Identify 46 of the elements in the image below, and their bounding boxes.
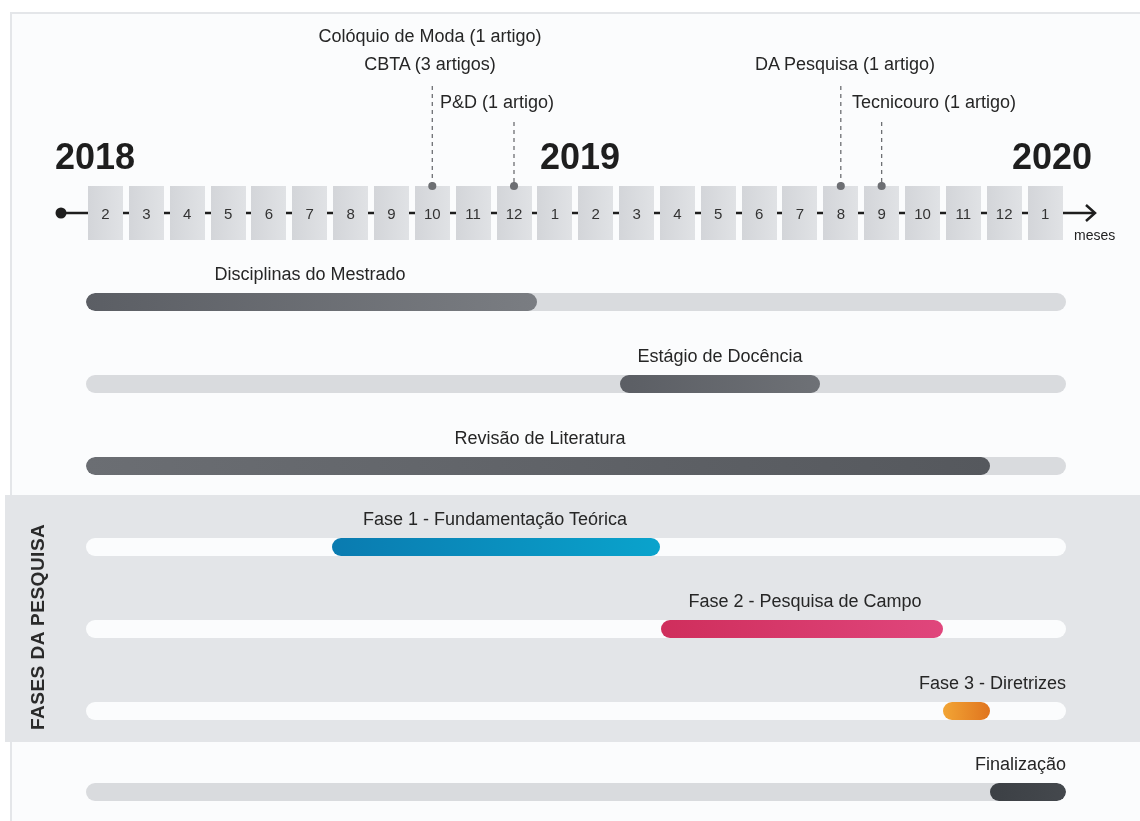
leader-line (428, 85, 437, 191)
leader-line (836, 85, 845, 191)
event-label: Tecnicouro (1 artigo) (852, 92, 1017, 113)
month-tile: 4 (659, 186, 695, 240)
leader-line (877, 121, 886, 191)
month-tile: 11 (945, 186, 981, 240)
task-label: Finalização (974, 754, 1066, 775)
event-label: P&D (1 artigo) (440, 92, 555, 113)
phase-band (5, 495, 1140, 742)
band-title: FASES DA PESQUISA (27, 523, 49, 730)
month-tile: 7 (292, 186, 328, 240)
month-tile: 2 (88, 186, 123, 240)
month-tile: 4 (169, 186, 205, 240)
month-tile: 5 (700, 186, 736, 240)
month-tile: 5 (210, 186, 246, 240)
event-label: DA Pesquisa (1 artigo) (754, 54, 936, 75)
month-tile: 9 (373, 186, 409, 240)
month-tile: 10 (414, 186, 450, 240)
month-tile: 11 (455, 186, 491, 240)
event-label: CBTA (3 artigos) (364, 54, 496, 75)
year-label: 2020 (1012, 136, 1093, 178)
month-tile: 8 (823, 186, 859, 240)
month-tile: 1 (1027, 186, 1063, 240)
axis-unit-label: meses (1074, 227, 1116, 243)
year-label: 2018 (55, 136, 136, 178)
task-label: Fase 1 - Fundamentação Teórica (363, 509, 627, 530)
leader-line (509, 121, 519, 191)
month-tile: 6 (251, 186, 287, 240)
month-tile: 3 (128, 186, 164, 240)
month-tile: 2 (578, 186, 614, 240)
task-label: Fase 3 - Diretrizes (918, 673, 1066, 694)
month-tile: 6 (741, 186, 777, 240)
month-tile: 1 (537, 186, 573, 240)
task-label: Disciplinas do Mestrado (214, 264, 406, 285)
month-tile: 8 (333, 186, 369, 240)
task-label: Estágio de Docência (637, 346, 803, 367)
month-tile: 10 (905, 186, 940, 240)
month-tile: 12 (986, 186, 1022, 240)
month-tile: 9 (864, 186, 900, 240)
year-label: 2019 (540, 136, 621, 178)
month-tile: 3 (619, 186, 655, 240)
month-tile: 7 (782, 186, 818, 240)
event-label: Colóquio de Moda (1 artigo) (318, 26, 542, 47)
task-label: Fase 2 - Pesquisa de Campo (688, 591, 922, 612)
month-tile: 12 (496, 186, 532, 240)
task-label: Revisão de Literatura (454, 428, 626, 449)
